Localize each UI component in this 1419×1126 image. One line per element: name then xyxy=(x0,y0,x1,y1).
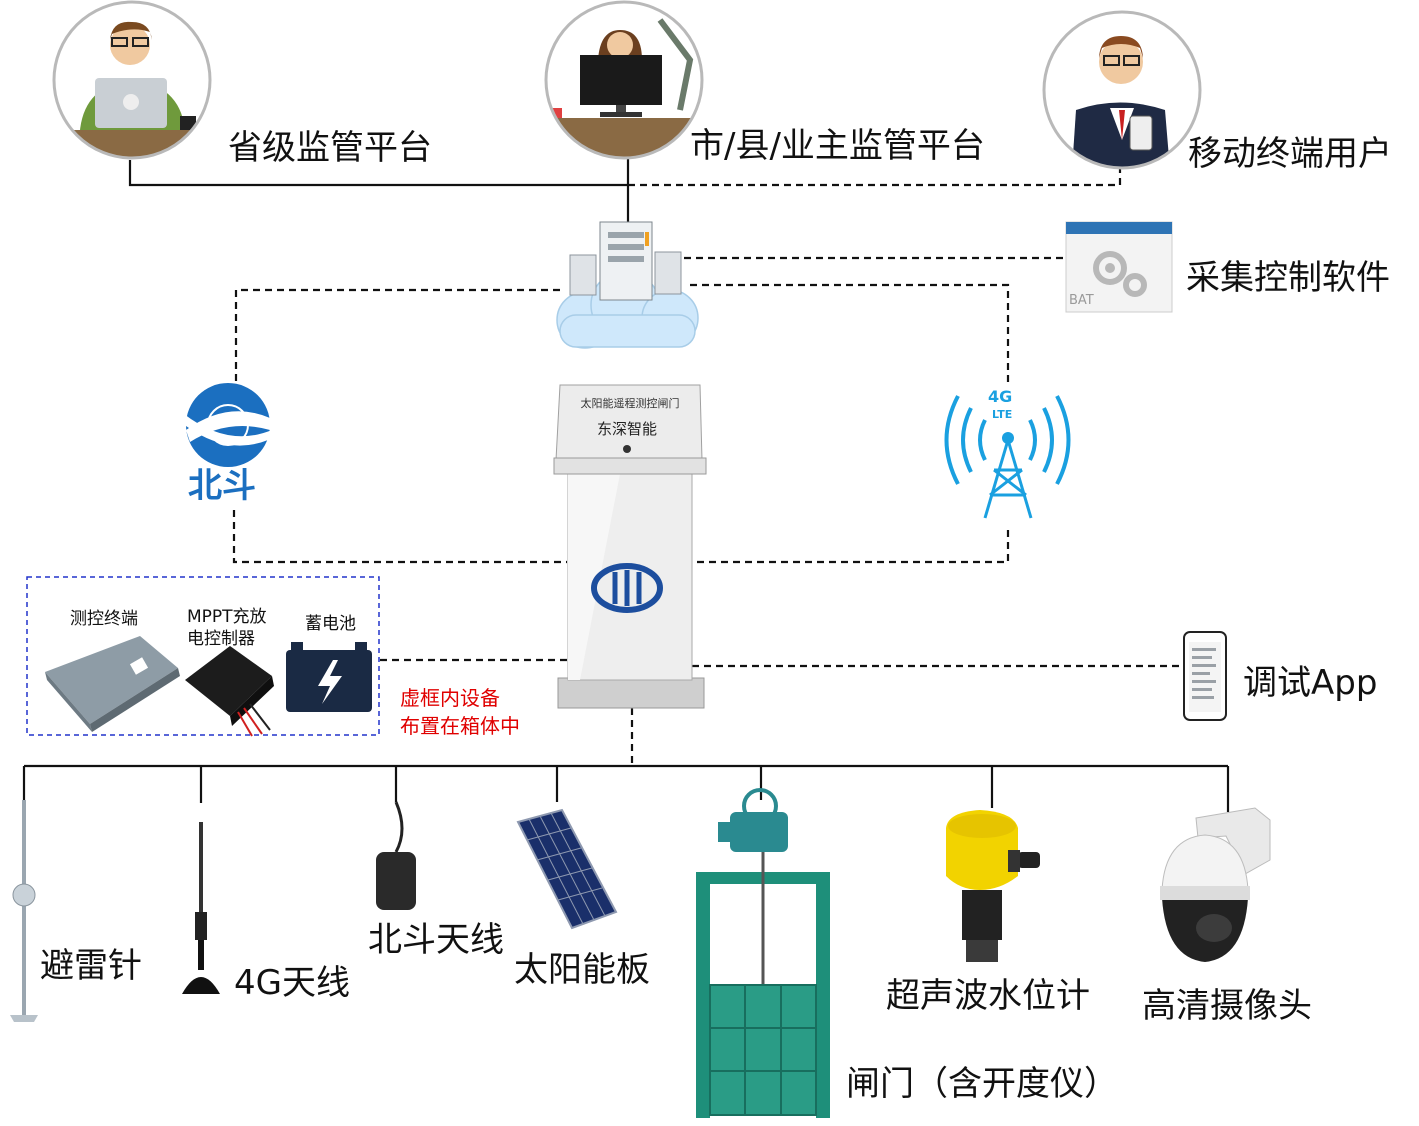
provincial-platform-label: 省级监管平台 xyxy=(228,128,432,168)
box-note-line2: 布置在箱体中 xyxy=(400,714,520,738)
beidou-antenna-icon xyxy=(376,801,416,910)
server-4g-dashed xyxy=(690,283,1010,382)
provincial-user-avatar xyxy=(52,0,212,160)
connection-lines xyxy=(22,150,1230,812)
software-label: 采集控制软件 xyxy=(1186,258,1390,298)
beidou-logo-text: 北斗 xyxy=(188,466,256,506)
mppt-label-line2: 电控制器 xyxy=(187,629,255,649)
level-meter-label: 超声波水位计 xyxy=(886,976,1090,1016)
cabinet-brand-text: 东深智能 xyxy=(597,420,657,438)
lightning-rod-icon xyxy=(10,800,38,1022)
mppt-label-line1: MPPT充放 xyxy=(187,607,267,627)
city-user-avatar xyxy=(544,0,704,160)
gate-label: 闸门（含开度仪） xyxy=(846,1064,1118,1104)
solar-panel-icon xyxy=(516,808,618,930)
water-resources-logo-icon xyxy=(591,563,663,613)
hd-camera-icon xyxy=(1160,807,1271,962)
terminal-device-icon xyxy=(45,636,180,732)
solar-panel-label: 太阳能板 xyxy=(514,950,650,990)
mobile-dashed-line xyxy=(628,168,1122,187)
battery-icon xyxy=(286,642,372,712)
4g-tower-icon: 4G LTE xyxy=(944,387,1071,519)
control-cabinet: 太阳能遥程测控闸门 东深智能 xyxy=(553,384,707,709)
4g-antenna-icon xyxy=(182,822,220,994)
4g-cabinet-dashed xyxy=(692,530,1010,564)
server-beidou-dashed xyxy=(234,288,560,382)
debug-phone-icon xyxy=(1183,631,1227,721)
in-cabinet-devices-box xyxy=(26,576,380,737)
terminal-label: 测控终端 xyxy=(70,609,138,629)
user-bus-solid xyxy=(128,160,628,187)
box-note-line1: 虚框内设备 xyxy=(400,686,500,710)
tower-badge-bottom: LTE xyxy=(992,408,1012,421)
beidou-cabinet-dashed xyxy=(232,510,567,564)
camera-label: 高清摄像头 xyxy=(1142,986,1312,1026)
software-window-icon: BAT xyxy=(1065,221,1173,313)
debug-app-label: 调试App xyxy=(1243,663,1378,703)
beidou-antenna-label: 北斗天线 xyxy=(368,920,504,960)
software-window-text: BAT xyxy=(1069,293,1094,308)
ultrasonic-level-meter-icon xyxy=(946,810,1040,962)
city-platform-label: 市/县/业主监管平台 xyxy=(690,126,985,166)
mobile-user-label: 移动终端用户 xyxy=(1188,134,1392,174)
cloud-server-icon xyxy=(556,221,699,349)
cabinet-top-text: 太阳能遥程测控闸门 xyxy=(581,396,680,410)
tower-badge-top: 4G xyxy=(988,387,1012,406)
mppt-controller-icon xyxy=(185,646,274,737)
4g-antenna-label: 4G天线 xyxy=(234,963,350,1003)
lightning-rod-label: 避雷针 xyxy=(40,946,142,986)
sluice-gate-icon xyxy=(696,788,830,1118)
mobile-user-avatar xyxy=(1042,10,1202,170)
battery-label: 蓄电池 xyxy=(305,614,356,634)
beidou-logo-icon: 北斗 xyxy=(184,383,272,506)
